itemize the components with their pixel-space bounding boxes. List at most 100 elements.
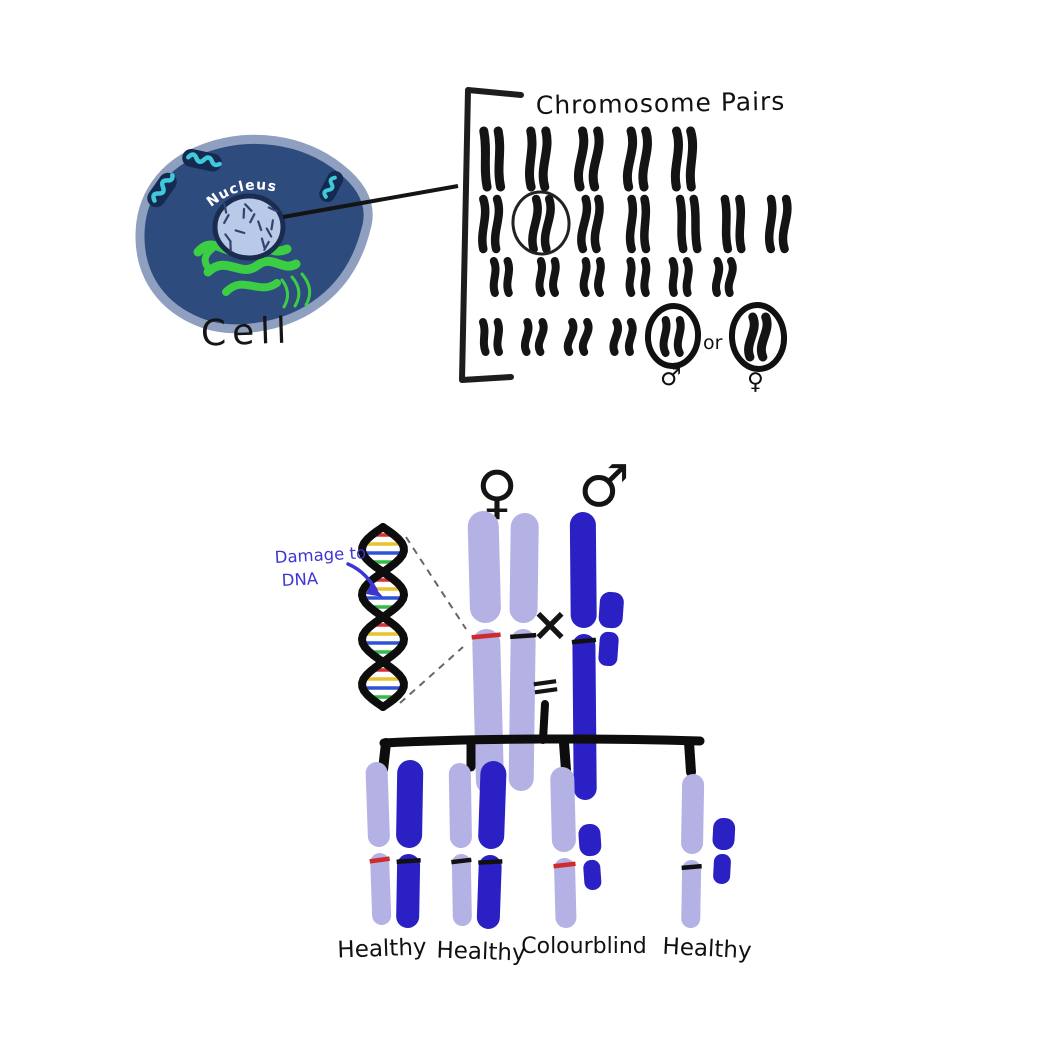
dna-section: Damage to DNA — [274, 523, 467, 711]
offspring-label: Colourblind — [521, 934, 646, 959]
offspring-label: Healthy — [436, 937, 526, 966]
chromatin-dash — [224, 233, 232, 243]
offspring-chromosomes — [365, 760, 736, 929]
karyotype-chromosome — [478, 318, 490, 356]
karyotype-chromosome — [479, 126, 492, 192]
zoom-dashed-line — [399, 646, 464, 704]
karyotype-title: Chromosome Pairs — [536, 87, 786, 120]
karyotype-chromosome — [493, 126, 506, 192]
karyotype-chromosome — [659, 316, 671, 357]
offspring-chromosome-x — [476, 761, 507, 929]
zoom-dashed-line — [405, 536, 467, 630]
nucleus-pointer-line — [282, 184, 459, 219]
karyotype-chromosome — [577, 194, 592, 254]
damage-annotation-line1: Damage to — [274, 543, 366, 567]
highlight-circle — [511, 190, 571, 256]
or-label: or — [703, 332, 723, 354]
karyotype-chromosome — [640, 257, 651, 297]
karyotype-chromosome — [625, 194, 638, 254]
karyotype-chromosome — [622, 126, 637, 192]
karyotype-chromosome — [624, 318, 637, 356]
tree-tick — [684, 737, 696, 777]
karyotype-chromosome — [490, 194, 504, 254]
tree-crossbar — [379, 734, 705, 748]
karyotype-chromosome — [594, 257, 605, 297]
karyotype-chromosome — [609, 318, 622, 356]
mitochondrion-icon — [182, 148, 222, 172]
offspring-chromosome-x — [681, 774, 705, 928]
chromatin-dash — [223, 213, 230, 225]
nucleus — [212, 193, 286, 261]
offspring-labels: Healthy Healthy Colourblind Healthy — [337, 934, 752, 967]
karyotype-panel: Chromosome Pairs ♂ or ♀ — [459, 87, 792, 395]
karyotype-chromosome — [538, 126, 552, 192]
karyotype-chromosome — [574, 126, 589, 192]
karyotype-chromosome — [534, 318, 548, 356]
karyotype-chromosome — [712, 257, 724, 297]
mitochondrion-icon — [319, 171, 344, 203]
cross-symbol: × — [531, 597, 570, 651]
karyotype-chromosome — [590, 194, 604, 254]
karyotype-chromosome — [670, 126, 683, 192]
chromatin-dash — [265, 227, 273, 238]
karyotype-chromosome — [535, 257, 546, 297]
karyotype-chromosome — [724, 257, 737, 297]
karyotype-chromosome — [489, 257, 500, 297]
chromatin-dash — [244, 203, 253, 212]
damage-arrowhead — [366, 583, 383, 597]
female-symbol-label: ♀ — [747, 369, 764, 395]
offspring-label: Healthy — [337, 934, 427, 963]
dna-strand — [358, 523, 408, 711]
karyotype-chromosome — [778, 194, 792, 254]
damage-annotation-line2: DNA — [281, 569, 319, 590]
karyotype-chromosome — [685, 126, 698, 192]
karyotype-chromosome — [673, 316, 685, 357]
karyotype-bracket — [459, 87, 524, 383]
karyotype-chromosome — [503, 257, 514, 297]
karyotype-chromosome — [720, 194, 733, 254]
karyotype-chromosome — [549, 257, 560, 297]
male-pair-circle — [644, 303, 702, 369]
male-symbol-label: ♂ — [660, 363, 682, 391]
mitochondrion-icon — [147, 172, 177, 208]
karyotype-chromosome — [520, 318, 533, 356]
offspring-chromosome-x — [550, 767, 577, 928]
karyotype-chromosome — [579, 257, 591, 297]
mother-chromosome-x1 — [467, 511, 504, 795]
tree-tick — [559, 738, 571, 775]
karyotype-chromosome — [528, 194, 542, 254]
chromatin-dash — [249, 213, 256, 224]
karyotype-chromosome — [493, 318, 504, 356]
chromatin-dash — [257, 220, 263, 232]
karyotype-chromosome — [625, 257, 636, 297]
mother-chromosome-x2 — [508, 513, 539, 791]
karyotype-chromosome — [588, 126, 604, 192]
offspring-label: Healthy — [662, 934, 752, 965]
chromatin-dash — [263, 240, 270, 251]
karyotype-chromosome — [756, 312, 772, 362]
chromatin-dash — [223, 202, 228, 214]
offspring-chromosome-x — [365, 762, 392, 925]
chromatin-strands — [223, 202, 279, 253]
karyotype-chromosome — [638, 126, 652, 192]
karyotype-chromosome — [744, 312, 759, 362]
offspring-chromosome-y — [578, 823, 602, 890]
karyotype-chromosome — [578, 318, 593, 356]
karyotype-chromosome — [675, 194, 688, 254]
offspring-chromosome-y — [712, 817, 736, 884]
father-chromosome-y — [598, 591, 624, 667]
karyotype-chromosome — [478, 194, 490, 254]
tree-stem — [539, 700, 549, 744]
father-sex-symbol: ♂ — [578, 452, 630, 520]
cell-label: Cell — [200, 310, 293, 354]
karyotype-chromosome — [668, 257, 679, 297]
chromatin-dash — [267, 206, 279, 213]
chromatin-dash — [260, 237, 266, 249]
cell-illustration: Nucleus Cell — [135, 134, 373, 355]
karyotype-chromosome — [540, 194, 555, 254]
karyotype-chromosome — [682, 257, 693, 297]
karyotype-chromosome — [640, 194, 651, 254]
karyotype-chromosome — [563, 318, 578, 356]
chromatin-dash — [234, 229, 246, 235]
